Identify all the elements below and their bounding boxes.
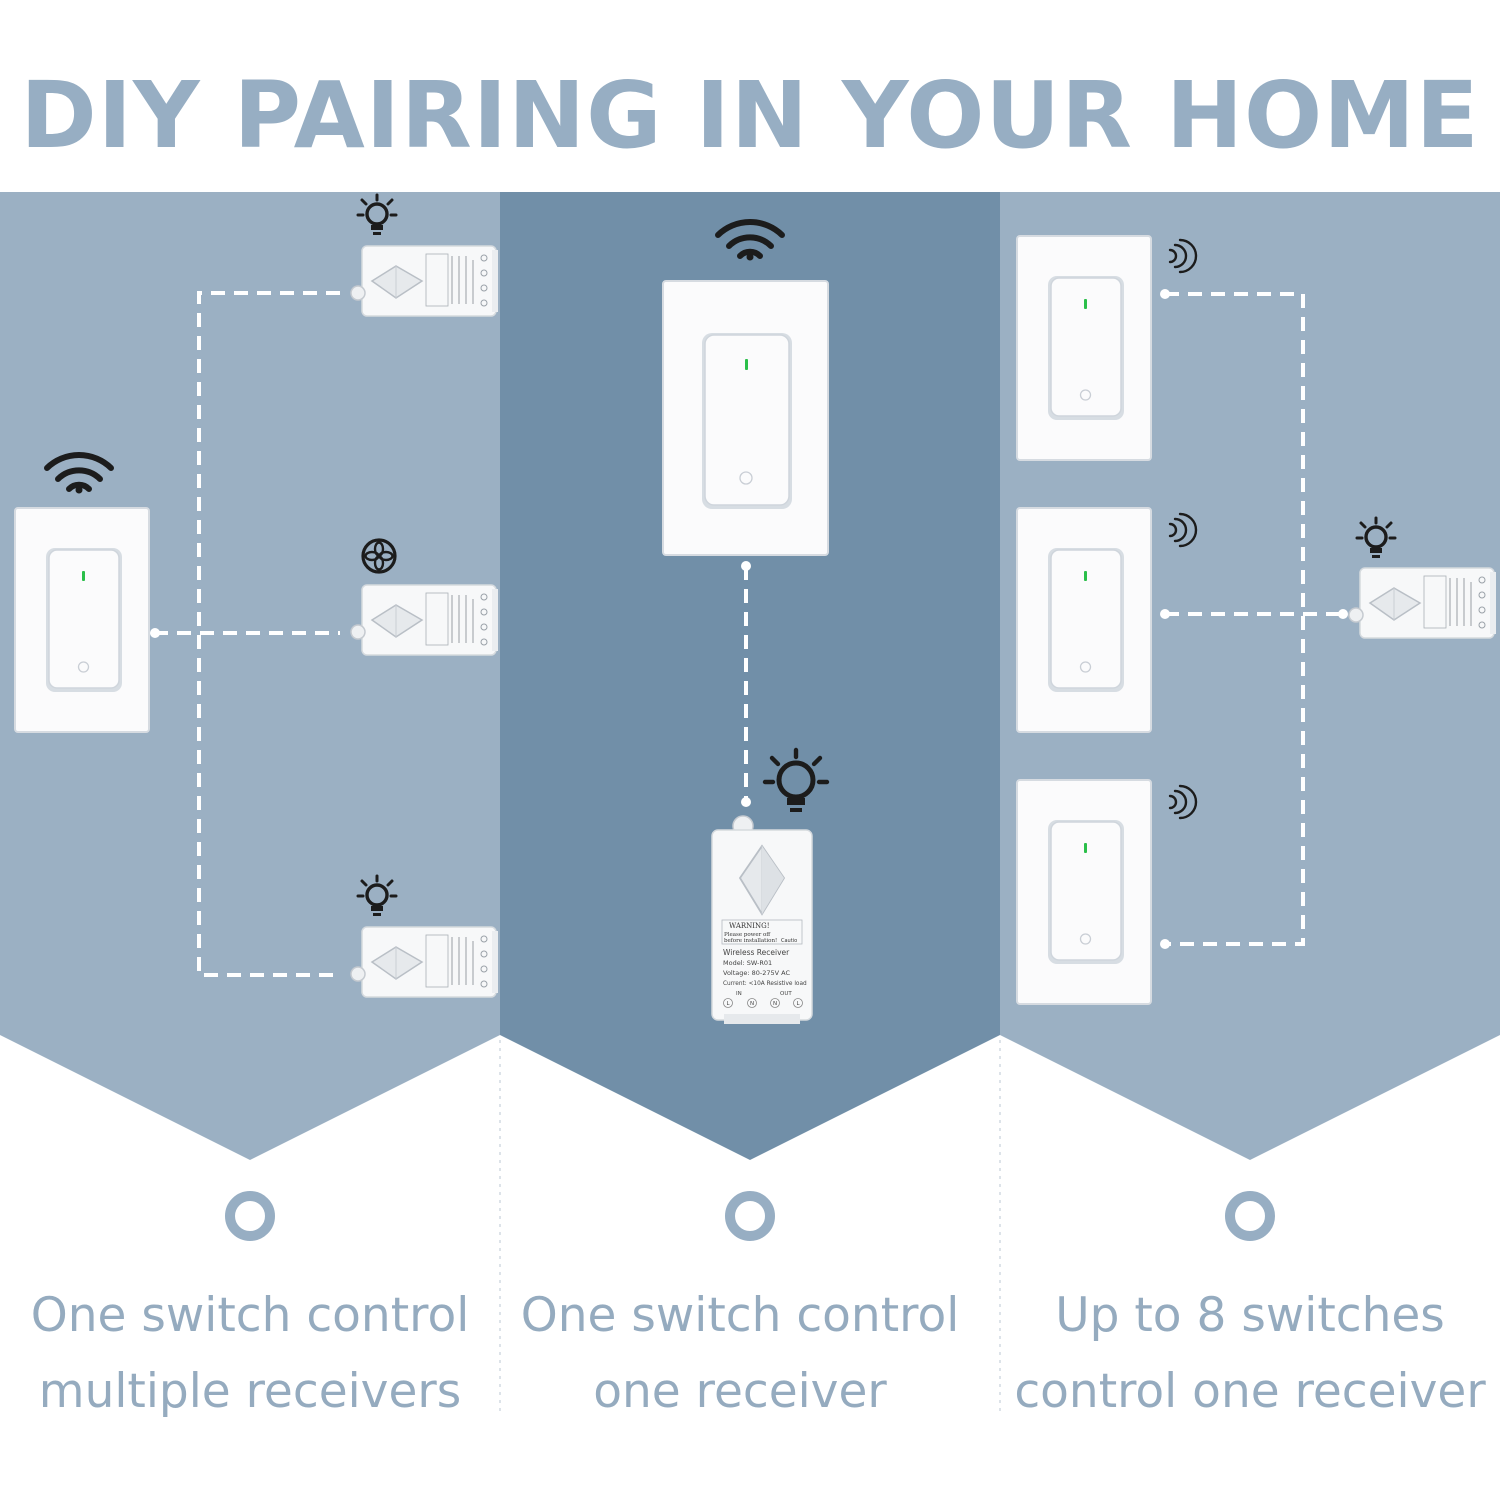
wall-switch — [14, 507, 150, 733]
receiver-in: IN — [736, 991, 742, 997]
receiver — [1348, 567, 1497, 639]
receiver-terminals: L N N L — [723, 998, 803, 1008]
receiver-out: OUT — [780, 991, 792, 997]
caption-line: one receiver — [593, 1364, 887, 1419]
receiver-caution: Cautio — [781, 938, 797, 944]
caption-line: multiple receivers — [38, 1364, 462, 1419]
receiver — [350, 245, 499, 317]
ring-marker — [225, 1191, 275, 1241]
receiver-large — [711, 815, 813, 1024]
receiver-name: Wireless Receiver — [723, 948, 790, 957]
panel-2-connection — [741, 561, 751, 807]
wall-switch-large — [662, 280, 829, 556]
terminal-label: L — [796, 1001, 800, 1007]
receiver — [350, 926, 499, 998]
panel-1-background — [0, 192, 500, 1160]
bulb-icon — [762, 747, 830, 812]
fan-icon — [361, 538, 397, 574]
caption-line: One switch control — [520, 1288, 960, 1343]
caption-panel-2: One switch control one receiver — [490, 1278, 990, 1430]
wifi-icon — [715, 219, 785, 261]
panel-1-endpoints — [150, 628, 160, 638]
caption-panel-3: Up to 8 switches control one receiver — [1000, 1278, 1500, 1430]
wall-switch — [1016, 235, 1152, 461]
receiver-voltage: Voltage: 80-275V AC — [723, 969, 791, 977]
panel-3-endpoints — [1160, 289, 1348, 949]
terminal-label: N — [750, 1001, 754, 1007]
wall-switch — [1016, 779, 1152, 1005]
terminal-label: L — [726, 1001, 730, 1007]
caption-line: Up to 8 switches — [1055, 1288, 1445, 1343]
receiver-warning-line3: before installation! — [724, 938, 777, 944]
panel-2-background — [500, 192, 1000, 1160]
receiver-current: Current: <10A Resistive load — [723, 981, 807, 987]
panel-3-connections — [1165, 292, 1342, 946]
caption-line: control one receiver — [1014, 1364, 1486, 1419]
receiver-model: Model: SW-R01 — [723, 959, 772, 967]
receiver-warning: WARNING! — [729, 922, 770, 930]
panel-1-connections — [154, 291, 340, 977]
wifi-icon — [44, 452, 114, 494]
page-title: DIY PAIRING IN YOUR HOME — [20, 62, 1480, 169]
ring-marker — [725, 1191, 775, 1241]
receiver — [350, 584, 499, 656]
wall-switch — [1016, 507, 1152, 733]
terminal-label: N — [773, 1001, 777, 1007]
caption-line: One switch control — [30, 1288, 470, 1343]
receiver-warning-line2: Please power off — [724, 932, 771, 938]
caption-panel-1: One switch control multiple receivers — [0, 1278, 500, 1430]
ring-marker — [1225, 1191, 1275, 1241]
